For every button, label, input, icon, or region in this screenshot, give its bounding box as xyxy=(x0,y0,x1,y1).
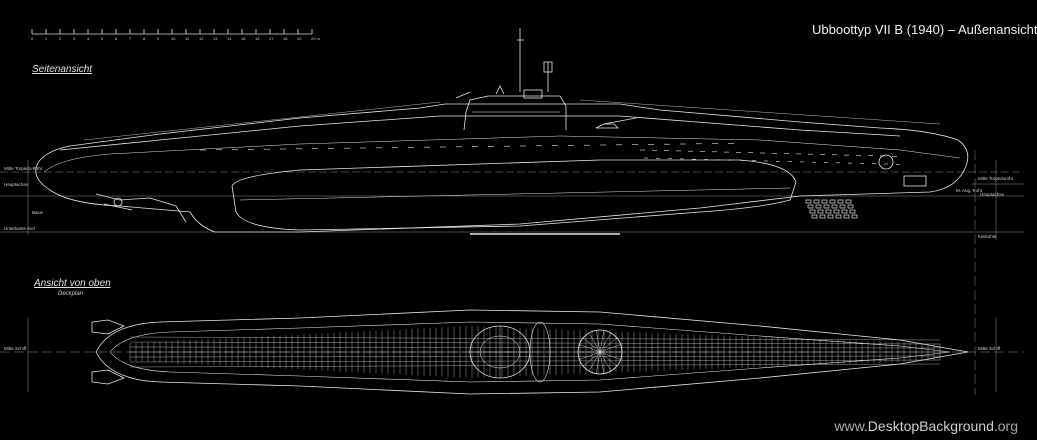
scale-bar xyxy=(31,29,313,35)
scale-tick-label: 10 xyxy=(171,36,176,41)
deckplan-label: Deckplan xyxy=(58,291,84,297)
label-achse-rohr: M. Aug. Rohr xyxy=(956,188,983,193)
scale-tick-label: 11 xyxy=(185,36,190,41)
label-unterkante-kiel: Unterkante Kiel xyxy=(4,226,35,231)
label-hauptachse-bow: Hauptachse xyxy=(980,192,1005,197)
scale-tick-label: 18 xyxy=(283,36,288,41)
scale-tick-label: 15 xyxy=(241,36,246,41)
scale-tick-label: 8 xyxy=(143,36,146,41)
label-mitte-schiff-right: Mitte Schiff xyxy=(978,346,1001,351)
scale-tick-label: 20 m xyxy=(311,36,321,41)
label-kielsohle: Kielsohle xyxy=(978,234,997,239)
label-mitte-schiff-left: Mitte Schiff xyxy=(4,346,27,351)
label-basis: Basis xyxy=(32,210,44,215)
blueprint-title: Ubboottyp VII B (1940) – Außenansicht xyxy=(812,22,1037,37)
watermark-suffix: .org xyxy=(993,418,1018,434)
side-annotations: Mitte Torpedo-Rohr Hauptachse Basis Unte… xyxy=(4,166,1014,239)
top-view xyxy=(0,309,1024,395)
top-annotations: Mitte Schiff Mitte Schiff xyxy=(4,346,1001,351)
watermark-name: DesktopBackground xyxy=(867,418,994,434)
watermark-prefix: www. xyxy=(834,418,868,434)
scale-tick-label: 7 xyxy=(129,36,132,41)
scale-tick-label: 1 xyxy=(45,36,48,41)
scale-tick-label: 17 xyxy=(269,36,274,41)
scale-tick-label: 12 xyxy=(199,36,204,41)
scale-tick-label: 16 xyxy=(255,36,260,41)
scale-tick-label: 14 xyxy=(227,36,232,41)
scale-tick-label: 19 xyxy=(297,36,302,41)
scale-tick-label: 0 xyxy=(31,36,34,41)
scale-tick-label: 2 xyxy=(59,36,62,41)
scale-tick-label: 5 xyxy=(101,36,104,41)
label-hauptachse: Hauptachse xyxy=(4,182,29,187)
scale-tick-label: 3 xyxy=(73,36,76,41)
label-mitte-torpedorohr-bow: Mitte Torpedorohr xyxy=(978,176,1014,181)
scale-tick-label: 4 xyxy=(87,36,90,41)
side-view-label: Seitenansicht xyxy=(32,64,93,75)
scale-tick-label: 9 xyxy=(157,36,160,41)
scale-tick-label: 6 xyxy=(115,36,118,41)
side-view xyxy=(0,28,1024,395)
label-mitte-torpedo-rohr: Mitte Torpedo-Rohr xyxy=(4,166,43,171)
top-view-label: Ansicht von oben xyxy=(34,278,111,289)
watermark: www.DesktopBackground.org xyxy=(834,418,1018,434)
scale-tick-label: 13 xyxy=(213,36,218,41)
